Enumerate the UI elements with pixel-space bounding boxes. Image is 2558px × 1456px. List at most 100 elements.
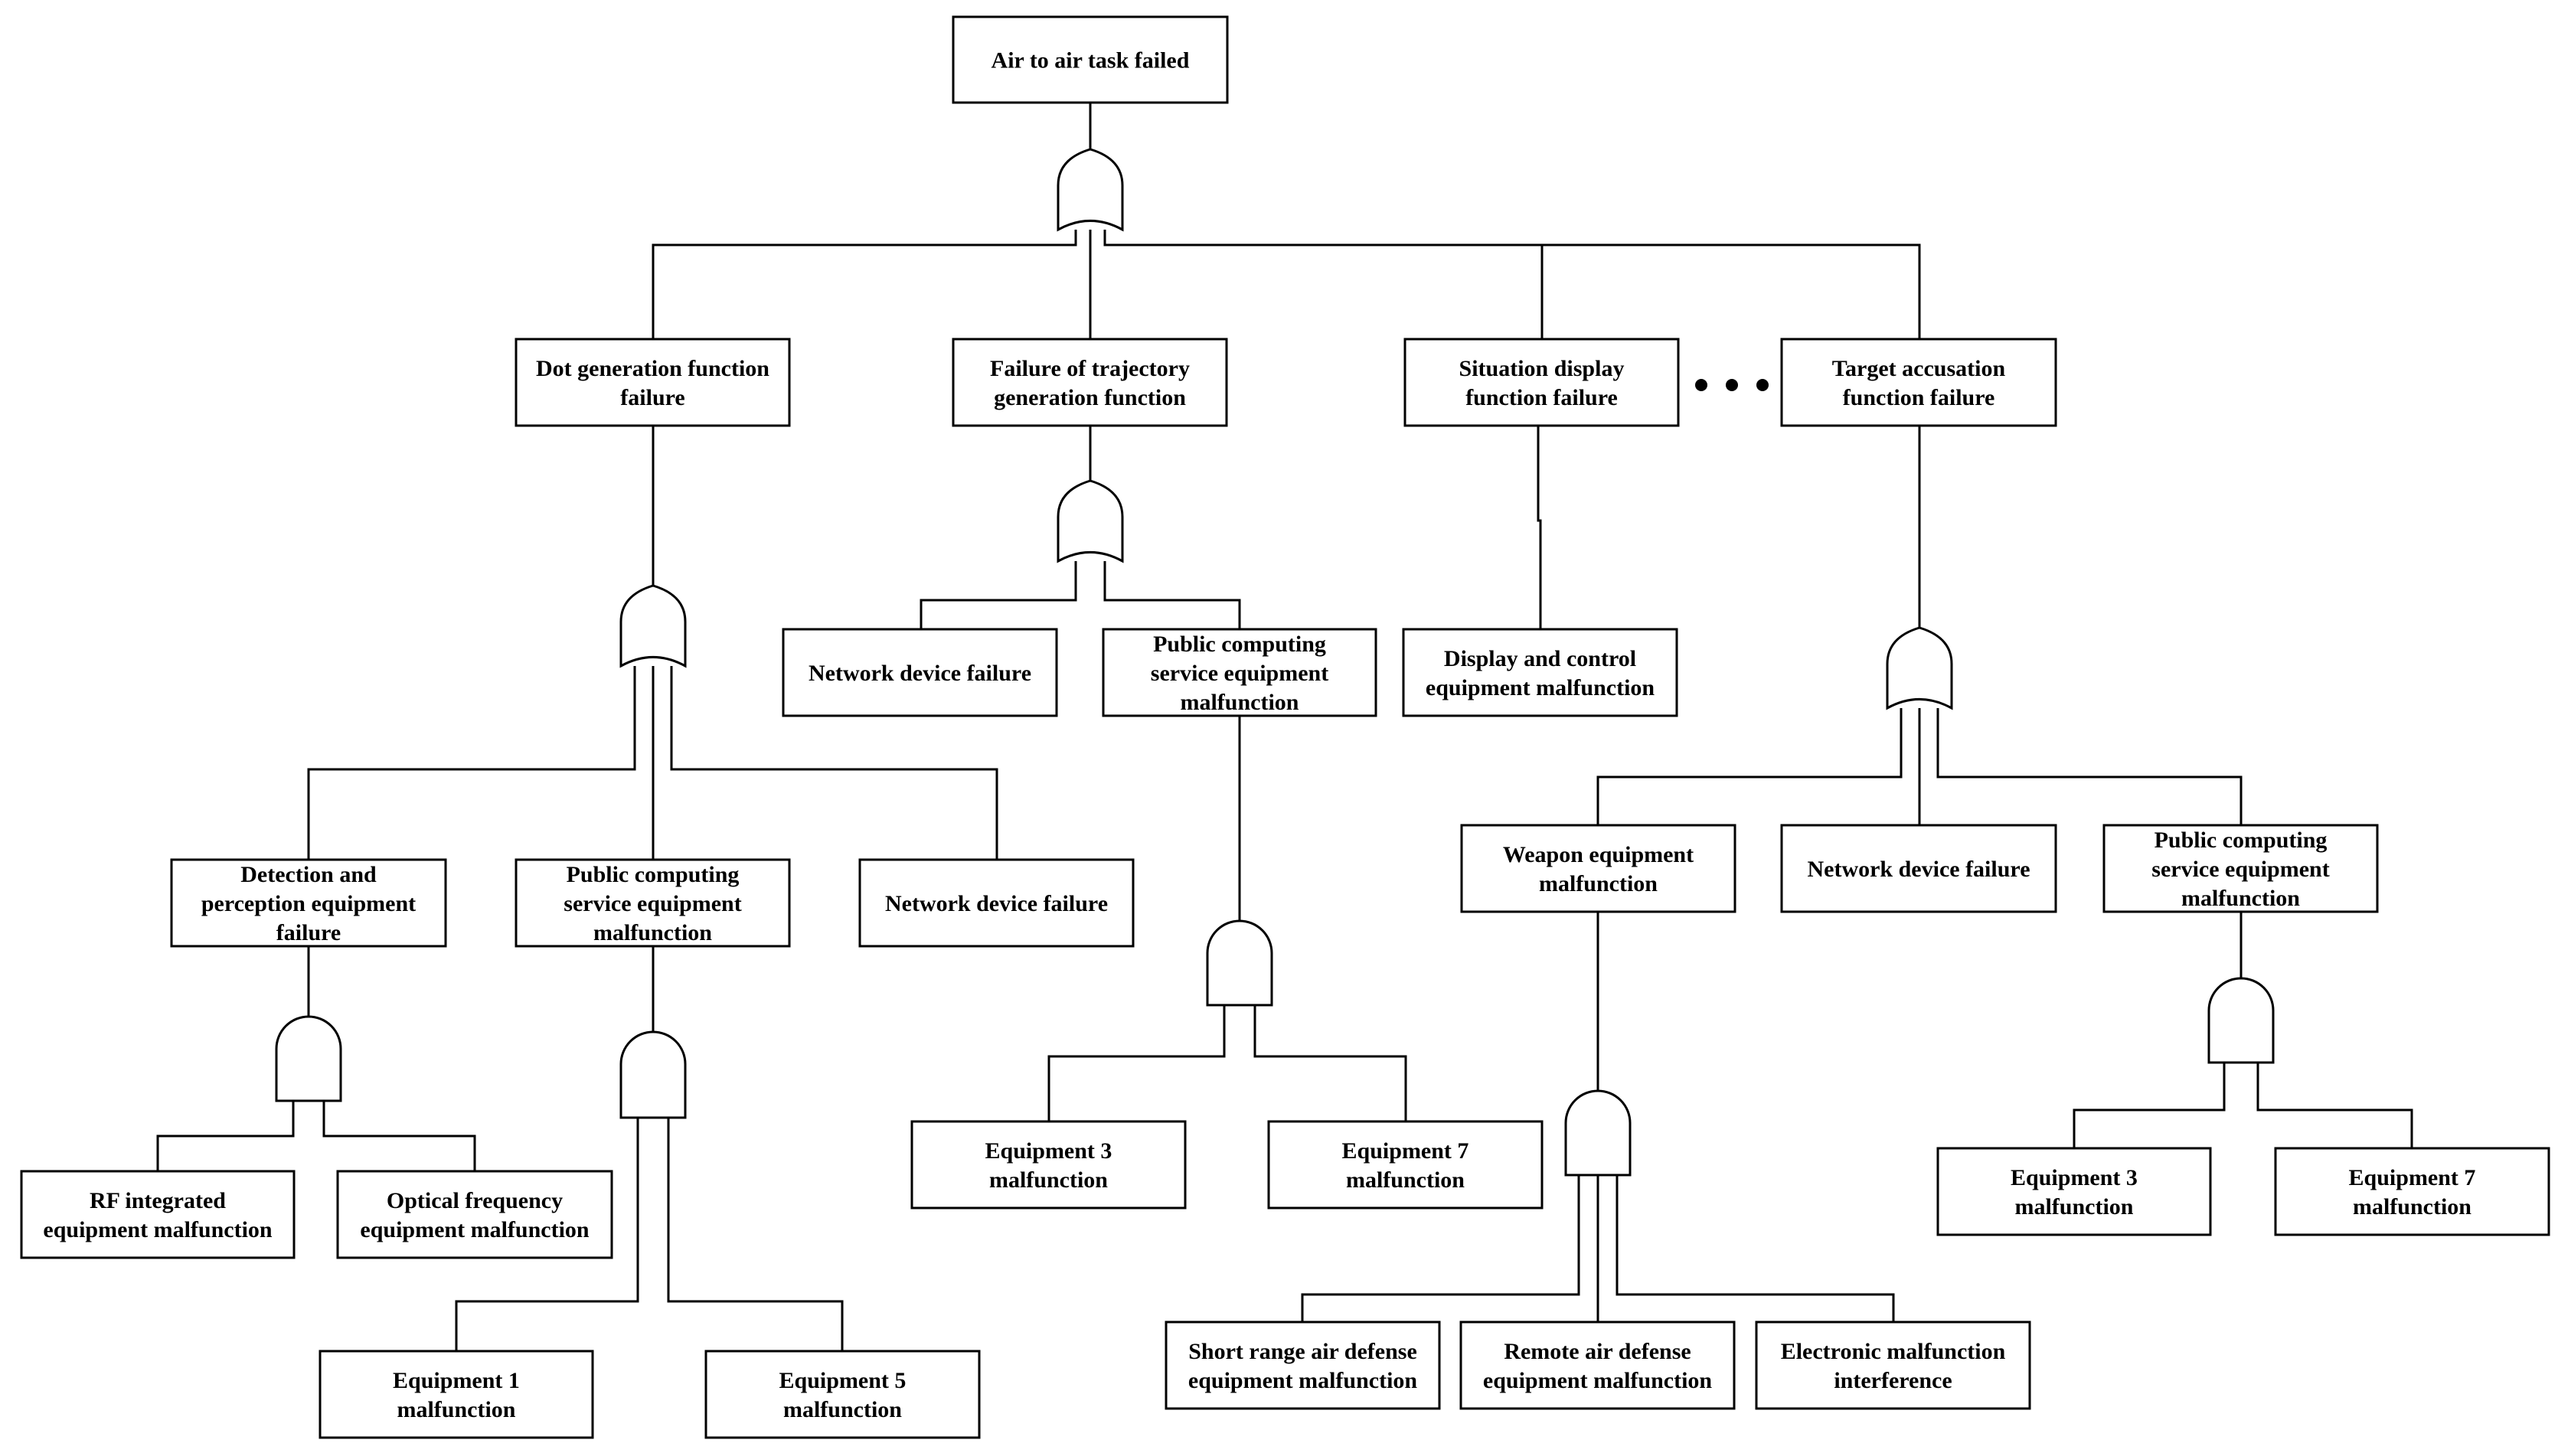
event-label-line: Equipment 1 [393,1368,520,1393]
event-label-line: Display and control [1444,646,1636,671]
logic-gates [275,148,2275,1177]
event-box-frame [952,15,1229,104]
or-gate-icon [1886,626,1953,710]
event-label-line: Short range air defense [1188,1339,1417,1364]
event-label-line: Remote air defense [1504,1339,1691,1364]
edge-gate-to-dot [652,230,1077,339]
event-label-line: failure [276,920,341,945]
edge-gate-to-short [1301,1175,1580,1322]
event-label-line: equipment malfunction [43,1217,273,1242]
event-box-frame [704,1350,981,1439]
ellipsis-dot [1695,379,1707,391]
edge-gate-to-eq3a [1047,1005,1226,1121]
and-gate-icon [2207,977,2275,1064]
event-label-line: Equipment 7 [1342,1138,1469,1164]
event-label-line: service equipment [1151,661,1328,686]
event-box-frame [170,858,447,948]
edge-gate-to-rf [156,1101,295,1171]
edge-gate-to-pub3 [1936,708,2243,825]
event-label-line: Optical frequency [387,1188,563,1213]
and-gate-icon [275,1015,342,1102]
event-label-line: Situation display [1459,356,1625,381]
event-box-frame [1403,338,1680,427]
or-gate-icon [619,584,687,668]
event-label-line: Equipment 3 [2011,1165,2138,1190]
event-box-frame [1780,824,2057,913]
edge-gate-to-net2 [670,666,998,860]
event-box-frame [858,858,1135,948]
event-box-net3: Network device failure [1780,824,2057,913]
event-label-line: generation function [994,385,1186,410]
event-box-top: Air to air task failed [952,15,1229,104]
event-label-line: Public computing [567,862,740,887]
event-box-net2: Network device failure [858,858,1135,948]
edge-gate-to-eq7a [1253,1005,1407,1121]
event-box-frame [952,338,1228,427]
event-box-eq7b: Equipment 7 malfunction [2274,1147,2550,1236]
event-label-line: equipment malfunction [1483,1368,1713,1393]
or-gate-icon [1057,479,1124,563]
event-box-frame [1755,1321,2031,1410]
event-box-pub3: Public computing service equipment malfunc… [2102,824,2379,913]
and-gate-icon [1564,1089,1632,1177]
event-label-line: malfunction [2353,1194,2471,1219]
event-box-rf: RF integrated equipment malfunction [20,1170,296,1259]
event-label-line: equipment malfunction [360,1217,590,1242]
event-label-line: Equipment 7 [2349,1165,2476,1190]
edge-gate-to-eq7b [2256,1063,2413,1148]
event-label-line: Weapon equipment [1503,842,1694,867]
event-box-frame [2102,824,2379,913]
event-label-line: Target accusation [1832,356,2006,381]
event-label-line: malfunction [593,920,712,945]
or-gate-icon [1057,148,1124,232]
event-box-frame [910,1120,1187,1210]
event-label-line: RF integrated [90,1188,226,1213]
event-label-line: equipment malfunction [1426,675,1655,700]
edge-gate-to-eq1 [455,1118,639,1351]
edge-gate-to-net1 [920,561,1077,629]
event-label-line: equipment malfunction [1188,1368,1418,1393]
event-box-frame [1402,628,1678,717]
edge-gate-to-weap [1596,708,1903,825]
event-box-frame [2274,1147,2550,1236]
and-gate-icon [619,1030,687,1119]
event-label-line: malfunction [2014,1194,2133,1219]
edge-gate-to-opt [322,1101,476,1171]
ellipsis-icon [1695,379,1769,391]
event-label-line: malfunction [1180,690,1299,715]
event-label-line: malfunction [2181,886,2300,911]
event-label-line: Air to air task failed [992,48,1190,73]
event-label-line: Electronic malfunction [1781,1339,2006,1364]
event-label-line: Equipment 5 [779,1368,907,1393]
event-label-line: malfunction [1346,1167,1465,1193]
event-box-frame [1267,1120,1544,1210]
event-label-line: Public computing [2155,828,2328,853]
event-label-line: malfunction [989,1167,1108,1193]
event-label-line: Network device failure [1807,857,2030,882]
connector-lines [156,103,2413,1351]
edge-gate-to-elec [1615,1175,1895,1322]
edge-gate-to-targ [1103,230,1921,339]
edge-gate-to-pub1 [1103,561,1241,629]
event-box-frame [515,858,791,948]
event-box-opt: Optical frequency equipment malfunction [336,1170,613,1259]
event-box-frame [319,1350,594,1439]
event-box-remote: Remote air defense equipment malfunction [1459,1321,1736,1410]
edge-gate-to-eq3b [2073,1063,2226,1148]
event-label-line: service equipment [2151,857,2329,882]
event-box-eq3b: Equipment 3 malfunction [1936,1147,2212,1236]
event-box-eq7a: Equipment 7 malfunction [1267,1120,1544,1210]
event-box-frame [1102,628,1377,717]
